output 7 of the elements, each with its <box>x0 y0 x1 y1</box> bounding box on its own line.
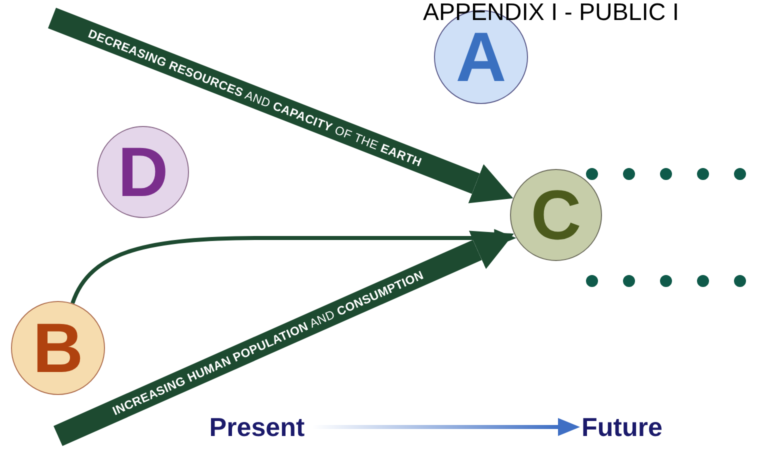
letter-circle: C <box>510 169 602 261</box>
letter-circle: D <box>97 126 189 218</box>
time-label: Future <box>580 410 664 444</box>
letter-circle: B <box>11 301 105 395</box>
band-arrow <box>48 8 514 204</box>
time-label: Present <box>202 410 312 444</box>
arrow <box>70 229 516 304</box>
